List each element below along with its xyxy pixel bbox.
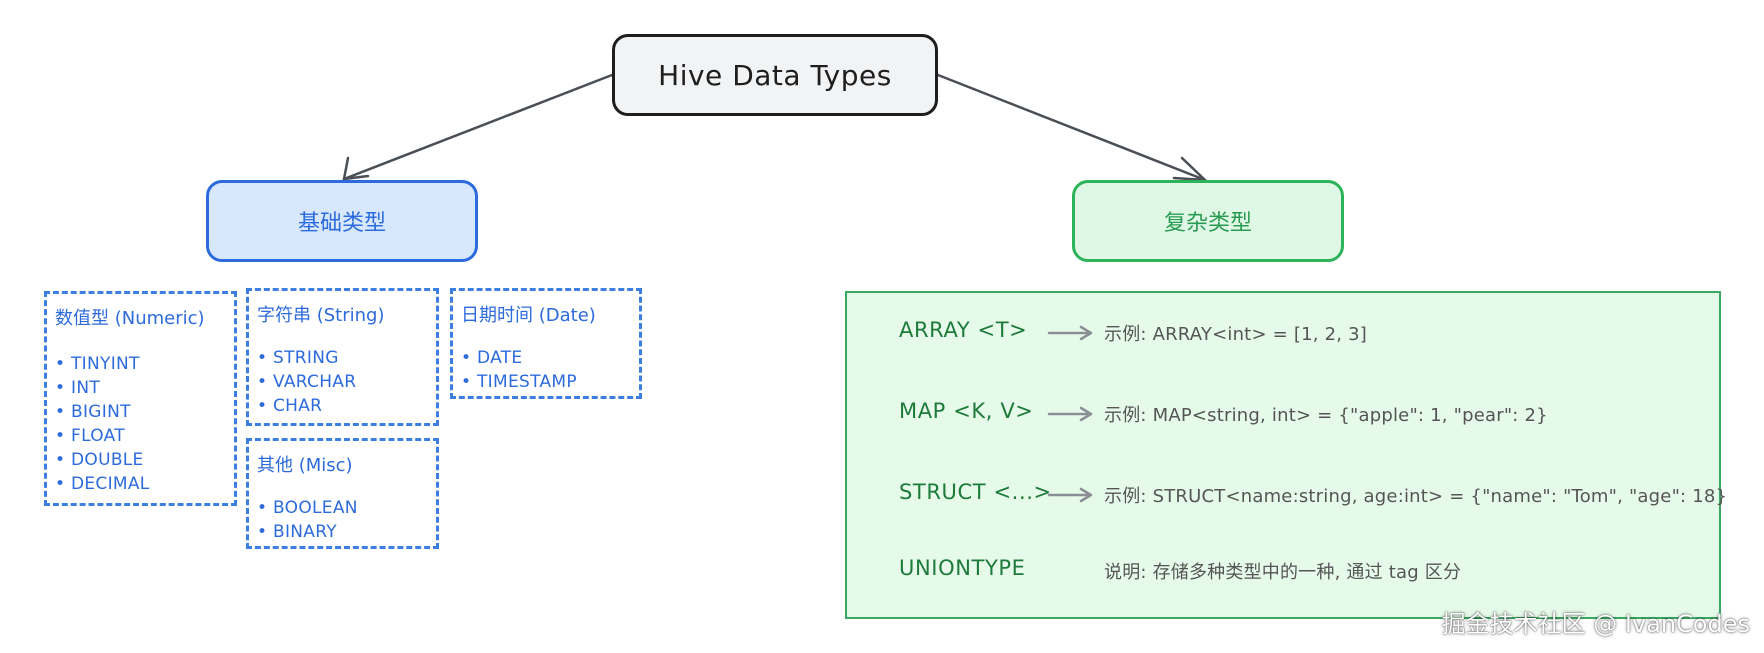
complex-types-panel: ARRAY <T> 示例: ARRAY<int> = [1, 2, 3] MAP…: [845, 291, 1727, 619]
list-item: DOUBLE: [55, 448, 150, 472]
basic-types-node: 基础类型: [206, 180, 478, 262]
date-group: 日期时间 (Date) DATE TIMESTAMP: [450, 288, 642, 399]
complex-type-name: STRUCT <...>: [899, 480, 1052, 504]
complex-row-uniontype: UNIONTYPE 说明: 存储多种类型中的一种, 通过 tag 区分: [847, 556, 1719, 586]
complex-type-example: 说明: 存储多种类型中的一种, 通过 tag 区分: [1104, 562, 1462, 583]
complex-type-name: ARRAY <T>: [899, 318, 1028, 342]
arrow-right-icon: [1047, 325, 1093, 341]
string-group: 字符串 (String) STRING VARCHAR CHAR: [246, 288, 439, 426]
complex-row-array: ARRAY <T> 示例: ARRAY<int> = [1, 2, 3]: [847, 318, 1719, 348]
misc-group: 其他 (Misc) BOOLEAN BINARY: [246, 438, 439, 549]
date-list: DATE TIMESTAMP: [461, 346, 577, 394]
edge-root-to-complex: [936, 73, 1207, 182]
basic-types-label: 基础类型: [297, 211, 386, 236]
numeric-group-title: 数值型 (Numeric): [55, 308, 205, 329]
complex-type-example: 示例: STRUCT<name:string, age:int> = {"nam…: [1104, 486, 1728, 507]
edge-root-to-basic-head: [342, 156, 370, 181]
list-item: DECIMAL: [55, 472, 150, 496]
list-item: TIMESTAMP: [461, 370, 577, 394]
list-item: FLOAT: [55, 424, 150, 448]
complex-row-map: MAP <K, V> 示例: MAP<string, int> = {"appl…: [847, 399, 1719, 429]
root-node-label: Hive Data Types: [658, 58, 892, 92]
misc-group-title: 其他 (Misc): [257, 455, 353, 476]
list-item: TINYINT: [55, 352, 150, 376]
list-item: DATE: [461, 346, 577, 370]
list-item: BIGINT: [55, 400, 150, 424]
root-node: Hive Data Types: [612, 34, 938, 116]
complex-types-label: 复杂类型: [1163, 211, 1252, 236]
misc-list: BOOLEAN BINARY: [257, 496, 358, 544]
list-item: BINARY: [257, 520, 358, 544]
date-group-title: 日期时间 (Date): [461, 305, 596, 326]
list-item: BOOLEAN: [257, 496, 358, 520]
watermark: 掘金技术社区 @ IvanCodes: [1441, 610, 1750, 638]
list-item: INT: [55, 376, 150, 400]
string-group-title: 字符串 (String): [257, 305, 385, 326]
list-item: CHAR: [257, 394, 356, 418]
complex-types-node: 复杂类型: [1072, 180, 1344, 262]
numeric-list: TINYINT INT BIGINT FLOAT DOUBLE DECIMAL: [55, 352, 150, 496]
complex-type-name: UNIONTYPE: [899, 556, 1026, 580]
list-item: STRING: [257, 346, 356, 370]
string-list: STRING VARCHAR CHAR: [257, 346, 356, 418]
arrow-right-icon: [1047, 487, 1093, 503]
complex-type-example: 示例: MAP<string, int> = {"apple": 1, "pea…: [1104, 405, 1548, 426]
numeric-group: 数值型 (Numeric) TINYINT INT BIGINT FLOAT D…: [44, 291, 237, 506]
complex-type-example: 示例: ARRAY<int> = [1, 2, 3]: [1104, 324, 1367, 345]
complex-type-name: MAP <K, V>: [899, 399, 1034, 423]
complex-row-struct: STRUCT <...> 示例: STRUCT<name:string, age…: [847, 480, 1727, 510]
arrow-right-icon: [1047, 406, 1093, 422]
list-item: VARCHAR: [257, 370, 356, 394]
edge-root-to-basic: [342, 73, 614, 181]
